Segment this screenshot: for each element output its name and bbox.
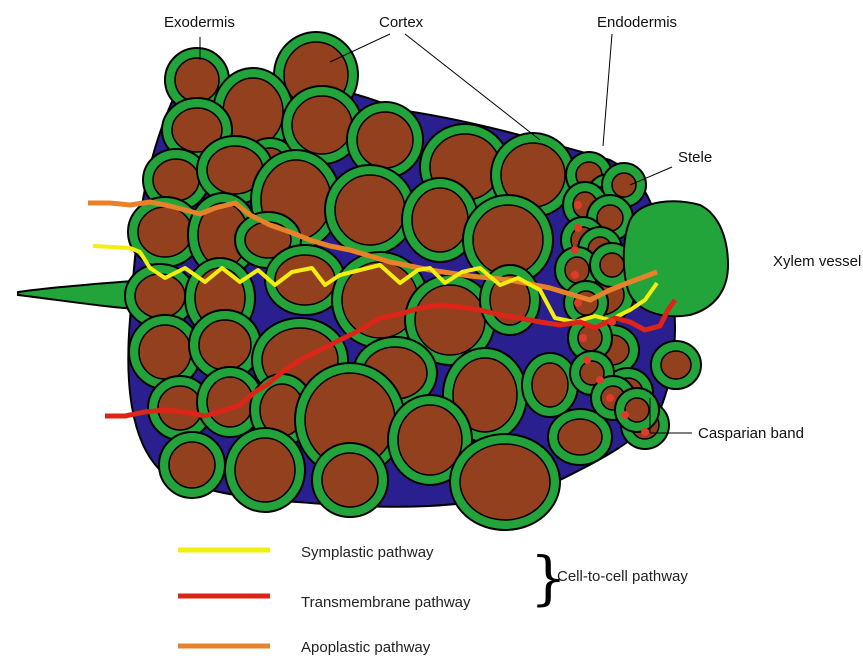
casparian-band-mark [574,224,582,232]
cell-protoplast [412,188,468,252]
legend-cell-to-cell-label: Cell-to-cell pathway [557,568,688,585]
casparian-band-mark [579,334,587,342]
cell-protoplast [139,325,191,379]
cell-protoplast [235,438,295,502]
cell-protoplast [199,320,251,370]
cell-protoplast [135,274,185,318]
cell-protoplast [357,112,413,168]
xylem-vessel [624,201,728,316]
cell-protoplast [153,159,199,201]
cell-protoplast [335,175,405,245]
cell-protoplast [661,351,691,379]
cell-protoplast [292,96,352,154]
legend-transmembrane-label: Transmembrane pathway [301,594,471,611]
casparian-band-mark [641,428,649,436]
cell-protoplast [398,405,462,475]
casparian-band-mark [606,394,614,402]
label-exodermis: Exodermis [164,14,235,31]
cell-protoplast [415,285,485,355]
casparian-band-mark [571,271,579,279]
cell-protoplast [612,173,636,197]
cell-protoplast [460,444,550,520]
cell-protoplast [558,419,602,455]
casparian-band-mark [574,299,582,307]
casparian-band-mark [596,376,604,384]
cell-protoplast [532,363,568,407]
label-cortex: Cortex [379,14,424,31]
cell-protoplast [625,398,649,422]
cell-protoplast [600,253,624,277]
label-endodermis: Endodermis [597,14,677,31]
leader-endodermis [603,34,612,146]
casparian-band-mark [583,356,591,364]
cell-protoplast [322,453,378,507]
cell-protoplast [169,442,215,488]
casparian-band-mark [571,246,579,254]
legend-symplastic-label: Symplastic pathway [301,544,434,561]
label-xylem-vessel: Xylem vessel [773,253,861,270]
label-stele: Stele [678,149,712,166]
label-casparian-band: Casparian band [698,425,804,442]
casparian-band-mark [608,318,616,326]
casparian-band-mark [621,411,629,419]
cell-protoplast [565,257,589,283]
cell-protoplast [175,58,219,102]
cell-protoplast [138,207,192,257]
casparian-band-mark [574,201,582,209]
legend-apoplastic-label: Apoplastic pathway [301,639,431,656]
cells-group [125,32,701,530]
